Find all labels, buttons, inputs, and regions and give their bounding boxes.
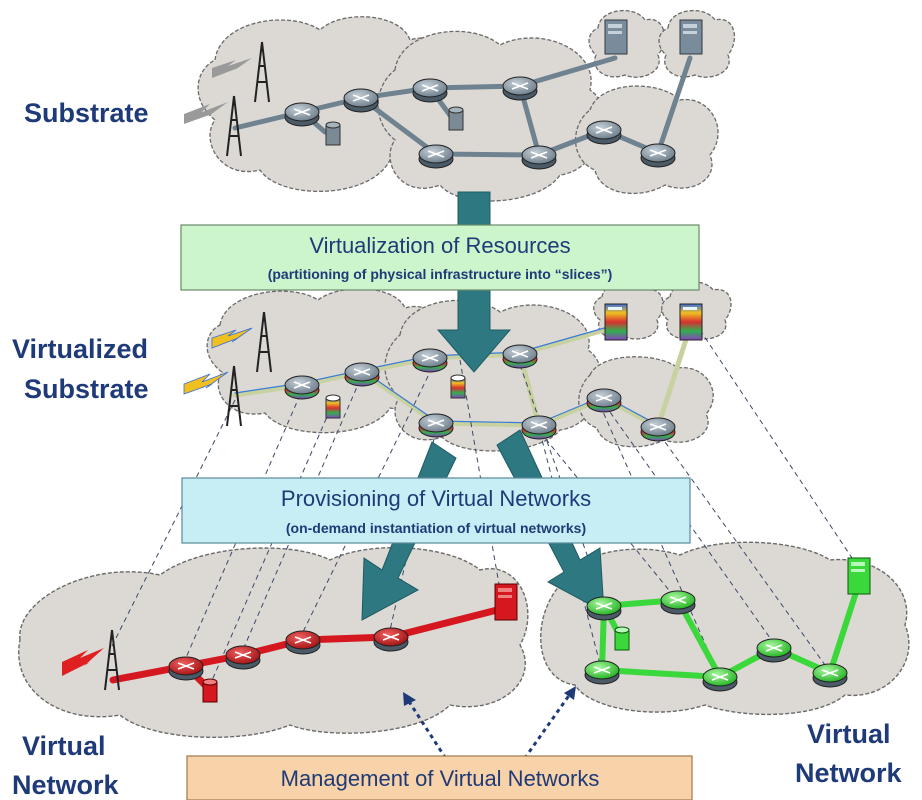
- green-server-icon: [847, 557, 871, 595]
- router-icon: [284, 102, 320, 127]
- management-box: Management of Virtual Networks: [186, 755, 693, 800]
- router-icon: [418, 413, 454, 438]
- label-virtual-network-left-line2: Network: [12, 770, 120, 800]
- router-icon: [640, 417, 676, 442]
- router-icon: [521, 145, 557, 170]
- tower-icon: [254, 41, 270, 103]
- virtualization-subtitle: (partitioning of physical infrastructure…: [268, 266, 613, 282]
- database-icon: [325, 121, 341, 146]
- virtualization-title: Virtualization of Resources: [309, 233, 570, 258]
- label-virtual-network-right-line1: Virtual: [807, 719, 891, 749]
- router-icon: [344, 362, 380, 387]
- router-icon: [285, 630, 321, 655]
- router-icon: [225, 645, 261, 670]
- management-arrowhead: [403, 692, 416, 706]
- router-icon: [660, 590, 696, 615]
- green-database-icon: [614, 626, 630, 651]
- router-icon: [521, 415, 557, 440]
- provisioning-title: Provisioning of Virtual Networks: [281, 486, 591, 511]
- routers: [168, 76, 848, 692]
- management-title: Management of Virtual Networks: [281, 766, 600, 791]
- router-icon: [502, 76, 538, 101]
- router-icon: [702, 667, 738, 692]
- router-icon: [586, 596, 622, 621]
- router-icon: [502, 344, 538, 369]
- label-virtual-network-left-line1: Virtual: [22, 731, 106, 761]
- sliced-server-icon: [604, 303, 628, 341]
- red-wireless-signal-icon: [62, 648, 104, 676]
- router-icon: [373, 627, 409, 652]
- router-icon: [584, 660, 620, 685]
- red-server-icon: [494, 583, 518, 621]
- management-arrows: [406, 693, 572, 766]
- red-database-icon: [202, 678, 218, 703]
- router-icon: [640, 143, 676, 168]
- router-icon: [412, 78, 448, 103]
- label-virtual-network-right-line2: Network: [795, 758, 903, 788]
- router-icon: [412, 348, 448, 373]
- tower-icon: [226, 95, 242, 157]
- virtualized-clouds: [206, 281, 732, 452]
- sliced-database-icon: [450, 374, 466, 399]
- tower-icon: [256, 311, 272, 373]
- label-virtualized-line1: Virtualized: [12, 334, 148, 364]
- router-icon: [756, 638, 792, 663]
- substrate-devices: [184, 19, 703, 157]
- label-virtualized-line2: Substrate: [24, 374, 149, 404]
- virtualized-devices: [183, 303, 703, 427]
- router-icon: [812, 663, 848, 688]
- server-icon: [604, 19, 628, 55]
- virtual-network-devices: [62, 557, 871, 703]
- router-icon: [586, 388, 622, 413]
- wireless-signal-icon: [183, 327, 253, 395]
- sliced-server-icon: [679, 303, 703, 341]
- virtualization-box: Virtualization of Resources (partitionin…: [180, 224, 700, 291]
- tower-icon: [226, 365, 242, 427]
- substrate-clouds: [197, 9, 736, 202]
- wireless-signal-icon: [184, 58, 252, 124]
- router-icon: [418, 144, 454, 169]
- sliced-database-icon: [325, 394, 341, 419]
- provisioning-box: Provisioning of Virtual Networks (on-dem…: [181, 477, 691, 544]
- router-icon: [284, 375, 320, 400]
- tower-icon: [104, 629, 120, 691]
- router-icon: [168, 656, 204, 681]
- server-icon: [679, 19, 703, 55]
- router-icon: [586, 120, 622, 145]
- label-substrate: Substrate: [24, 98, 149, 128]
- provisioning-subtitle: (on-demand instantiation of virtual netw…: [286, 520, 586, 536]
- router-icon: [343, 88, 379, 113]
- management-arrowhead: [564, 686, 576, 700]
- database-icon: [448, 106, 464, 131]
